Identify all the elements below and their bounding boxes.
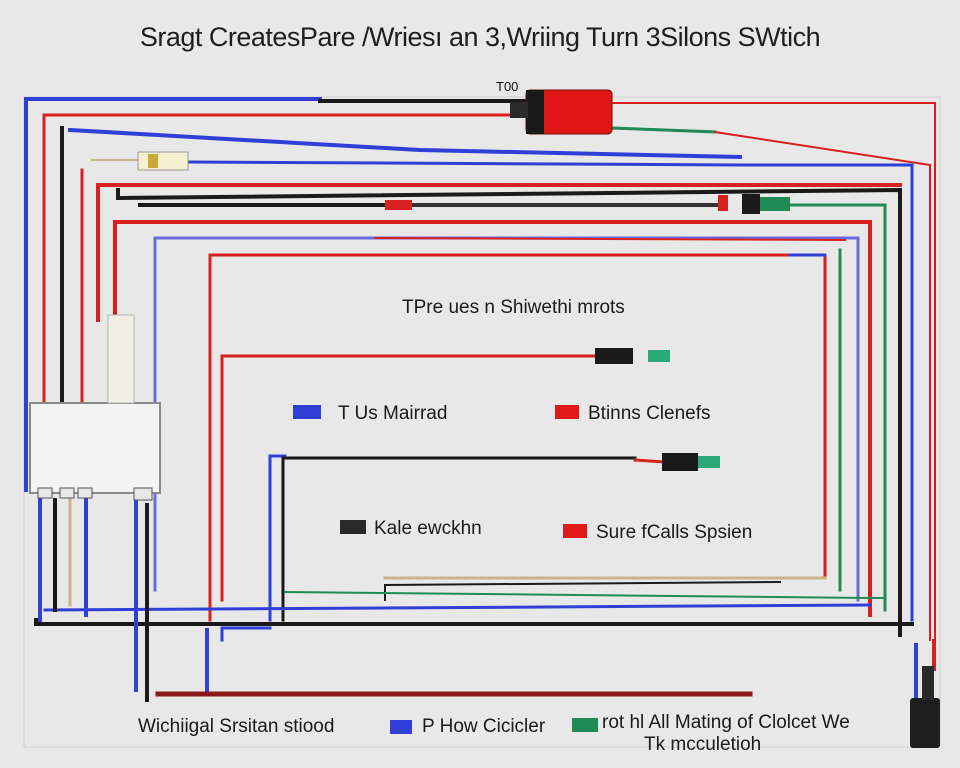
switch-box-top-pad xyxy=(107,314,135,404)
sensor-plug-tip xyxy=(148,154,158,168)
wire-green-top xyxy=(610,126,717,134)
legend-swatch-red-2 xyxy=(563,524,587,538)
wire-black-row3 xyxy=(116,187,902,637)
wire-blue-row5 xyxy=(153,236,860,602)
inline-connector-3 xyxy=(742,194,760,214)
legend-label-black: Kale ewckhn xyxy=(374,518,482,539)
wire-red-upper xyxy=(42,113,522,422)
wire-red-row3b xyxy=(96,183,902,322)
switch-box-terminal-3 xyxy=(77,487,93,499)
legend-label-red-2: Sure fCalls Spsien xyxy=(596,522,753,543)
switch-box-terminal-4 xyxy=(133,487,153,501)
wire-red-inner-loop xyxy=(208,253,827,622)
legend-swatch-bottom-blue xyxy=(390,720,412,734)
switch-box xyxy=(29,402,161,494)
diagram-title: Sragt CreatesPare /Wriesı an 3,Wriing Tu… xyxy=(139,22,821,52)
wire-red-row5 xyxy=(373,236,847,242)
wire-blue-bottom xyxy=(43,603,872,612)
inline-connector-4 xyxy=(760,197,790,211)
sensor-plug xyxy=(137,151,189,171)
wire-blue-lower xyxy=(268,454,287,622)
relay-red-base xyxy=(526,90,544,134)
switch-box-terminal-1 xyxy=(37,487,53,499)
mid-connector-2-tip xyxy=(698,456,720,468)
bottom-legend-green-label: rot hl All Mating of Clolcet We xyxy=(602,712,850,733)
bottom-legend-green-label-2: Tk mcculetioh xyxy=(644,734,762,755)
bottom-left-caption: Wichiigal Srsitan stiood xyxy=(138,716,335,737)
bottom-legend-blue-label: P How Cicicler xyxy=(422,716,546,737)
legend-swatch-red xyxy=(555,405,579,419)
wire-green-inline xyxy=(788,203,887,612)
bottom-right-connector xyxy=(910,698,940,748)
wire-blue-box-drop xyxy=(220,626,272,642)
relay-tag: T00 xyxy=(496,79,519,94)
bottom-right-connector-neck xyxy=(922,666,934,700)
inline-connector-2 xyxy=(718,195,728,211)
wire-red-mid xyxy=(220,354,597,602)
wire-red-top-right xyxy=(611,102,936,671)
legend-swatch-blue xyxy=(293,405,321,419)
wire-green-bottom xyxy=(283,590,886,599)
legend-swatch-black xyxy=(340,520,366,534)
wire-blue-top xyxy=(24,97,322,492)
wire-blue-row2 xyxy=(67,127,743,160)
mid-connector-1-tip xyxy=(648,350,670,362)
switch-box-terminal-2 xyxy=(59,487,75,499)
wire-red-row2 xyxy=(713,130,931,641)
wire-black-bottom2 xyxy=(384,580,782,601)
wire-black-lower xyxy=(281,456,637,622)
center-caption: TPre ues n Shiwethi mrots xyxy=(402,297,625,318)
wire-red-row4 xyxy=(113,220,872,617)
wire-red-lower-tip xyxy=(633,458,667,464)
legend-label-blue: T Us Mairrad xyxy=(338,403,448,424)
mid-connector-1 xyxy=(595,348,633,364)
wire-black-bottom xyxy=(34,618,914,626)
legend-label-red: Btinns Clenefs xyxy=(588,403,711,424)
wire-blue-sensor xyxy=(188,160,914,622)
mid-connector-2 xyxy=(662,453,698,471)
inline-connector-1 xyxy=(385,200,412,210)
relay-red-stub xyxy=(510,102,528,118)
legend-swatch-bottom-green xyxy=(572,718,598,732)
